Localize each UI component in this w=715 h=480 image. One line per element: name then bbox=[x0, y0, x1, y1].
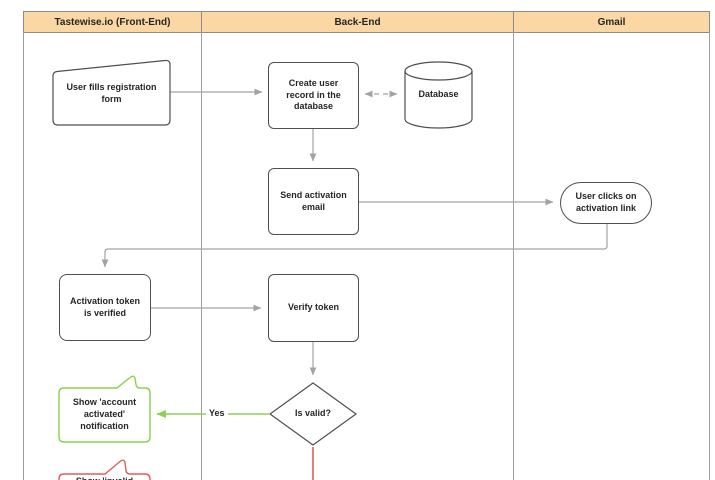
node-show-invalid-label: Show 'invalid bbox=[59, 474, 150, 480]
node-show-invalid-shape bbox=[58, 459, 151, 480]
lane-header-gmail: Gmail bbox=[513, 11, 710, 33]
node-user-clicks-link-label: User clicks on activation link bbox=[575, 191, 637, 213]
node-activation-token-verified: Activation token is verified bbox=[59, 274, 151, 341]
node-is-valid-label: Is valid? bbox=[294, 408, 331, 419]
node-activation-token-verified-label: Activation token is verified bbox=[69, 295, 140, 318]
edge-label-yes: Yes bbox=[206, 408, 228, 419]
node-database-label: Database bbox=[418, 89, 459, 100]
edge-user-clicks-to-token-verified bbox=[101, 223, 608, 268]
lane-header-backend-label: Back-End bbox=[334, 16, 381, 28]
node-verify-token: Verify token bbox=[268, 274, 359, 342]
node-user-fills-form-shape bbox=[52, 59, 171, 126]
node-verify-token-label: Verify token bbox=[287, 302, 340, 313]
database-cylinder-lip bbox=[404, 70, 473, 81]
node-user-clicks-link: User clicks on activation link bbox=[560, 182, 652, 224]
node-user-fills-form-label: User fills registration form bbox=[66, 81, 157, 104]
node-send-activation-email: Send activation email bbox=[268, 168, 359, 235]
node-is-valid-shape bbox=[268, 382, 358, 446]
node-create-user-record-label: Create user record in the database bbox=[286, 77, 341, 112]
lane-header-gmail-label: Gmail bbox=[597, 16, 626, 28]
node-send-activation-email-label: Send activation email bbox=[280, 189, 347, 212]
lane-header-frontend-label: Tastewise.io (Front-End) bbox=[54, 16, 171, 28]
lane-borders bbox=[23, 32, 710, 480]
node-show-activated-label: Show 'account activated' notification bbox=[72, 397, 137, 431]
node-create-user-record: Create user record in the database bbox=[268, 62, 359, 129]
node-show-activated-shape bbox=[58, 375, 151, 443]
